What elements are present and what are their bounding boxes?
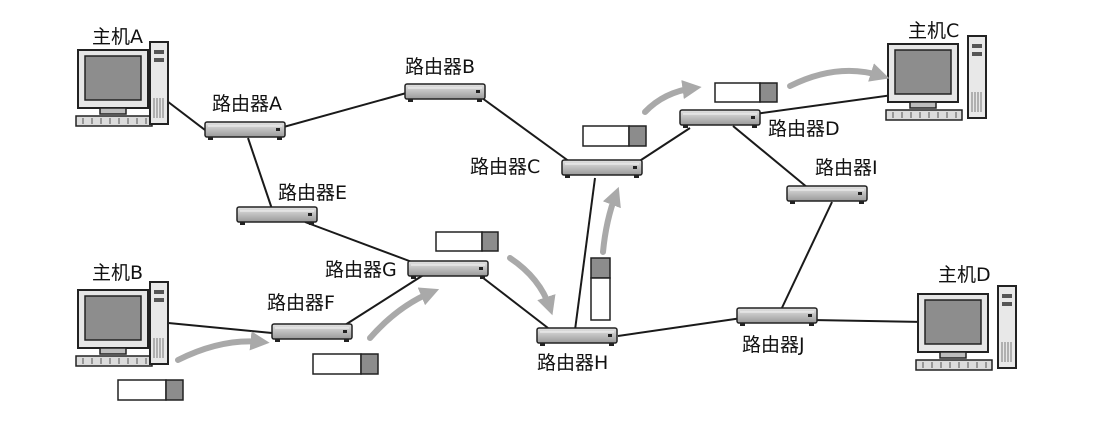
link-routerC-routerD (637, 127, 691, 163)
packet-4 (590, 257, 611, 321)
router-icon-f (271, 323, 353, 342)
link-routerJ-hostD (811, 319, 926, 323)
packet-6 (714, 82, 778, 103)
host-computer-icon-a (75, 41, 169, 127)
packet-1 (117, 379, 184, 401)
router-label-f: 路由器F (267, 292, 335, 314)
router-icon-h (536, 327, 618, 346)
link-routerA-routerB (279, 91, 411, 129)
router-icon-i (786, 185, 868, 204)
host-computer-icon-b (75, 281, 169, 367)
link-routerI-routerJ (779, 201, 833, 313)
path-arrow-hostB-routerF (175, 331, 270, 363)
link-hostA-routerA (162, 97, 206, 131)
link-routerD-hostC (754, 93, 901, 115)
router-icon-a (204, 121, 286, 140)
path-arrow-routerD-hostC (787, 63, 890, 89)
link-routerE-routerG (304, 221, 413, 263)
link-routerB-routerC (481, 97, 571, 163)
packet-5 (582, 125, 647, 147)
host-computer-icon-d (915, 285, 1017, 371)
router-label-b: 路由器B (405, 56, 476, 78)
path-arrow-routerC-routerD (642, 80, 702, 115)
link-routerH-routerC (574, 177, 596, 331)
path-arrow-routerF-routerG (367, 287, 440, 341)
path-arrow-routerH-routerC (600, 186, 621, 255)
link-routerD-routerI (732, 125, 809, 189)
router-label-h: 路由器H (537, 352, 609, 374)
link-routerF-hostB (157, 321, 273, 334)
link-routerA-routerE (247, 137, 273, 210)
packet-path-arrows (175, 63, 890, 363)
links (157, 91, 926, 337)
link-routerH-routerJ (617, 317, 743, 337)
path-arrow-routerG-routerH (507, 255, 556, 316)
router-label-g: 路由器G (325, 259, 397, 281)
link-routerG-routerF (344, 273, 426, 326)
packet-3 (435, 231, 499, 252)
router-label-i: 路由器I (815, 157, 878, 179)
link-routerG-routerH (477, 273, 549, 329)
router-icon-b (404, 83, 486, 102)
router-label-c: 路由器C (470, 156, 541, 178)
router-icon-d (679, 109, 761, 128)
router-label-e: 路由器E (278, 182, 348, 204)
router-label-j: 路由器J (742, 334, 805, 356)
hosts (75, 35, 1017, 371)
packets (117, 82, 778, 401)
host-label-c: 主机C (908, 20, 960, 42)
router-icon-e (236, 206, 318, 225)
host-label-a: 主机A (92, 26, 143, 48)
router-label-d: 路由器D (768, 118, 840, 140)
host-label-d: 主机D (938, 264, 991, 286)
routers (204, 83, 868, 346)
router-icon-c (561, 159, 643, 178)
packet-2 (312, 353, 379, 375)
host-label-b: 主机B (92, 262, 144, 284)
host-computer-icon-c (885, 35, 987, 121)
router-icon-j (736, 307, 818, 326)
router-icon-g (407, 260, 489, 279)
router-label-a: 路由器A (212, 93, 282, 115)
